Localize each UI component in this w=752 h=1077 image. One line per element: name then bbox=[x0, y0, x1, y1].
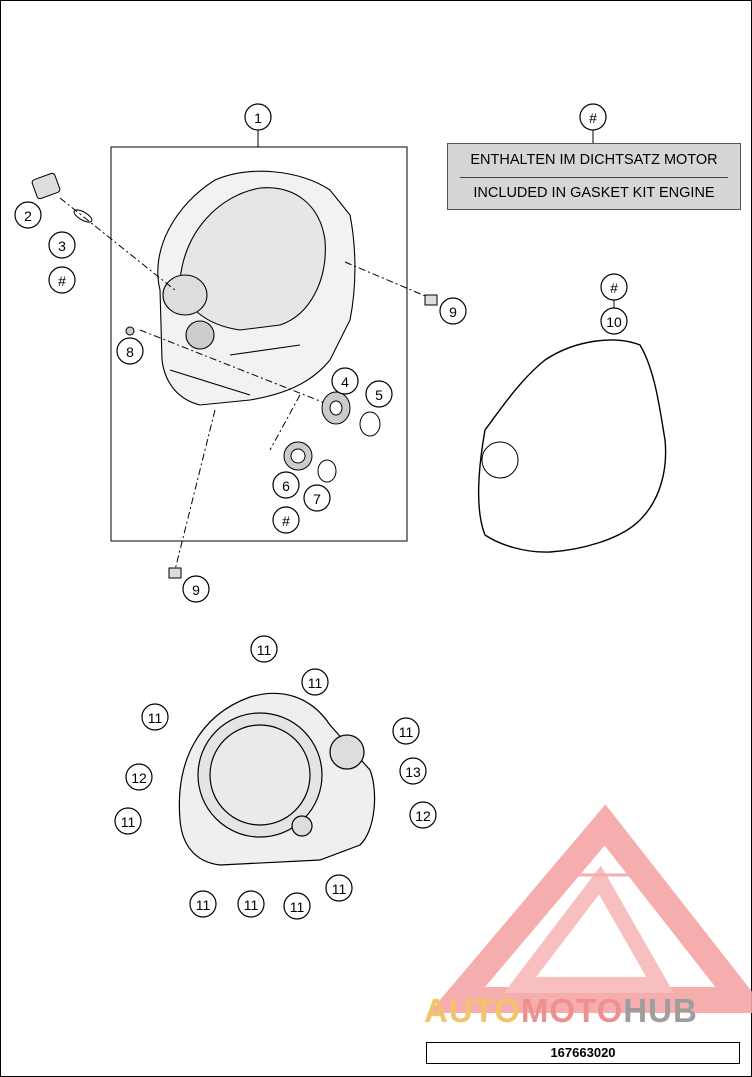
callout-5: 5 bbox=[365, 380, 393, 408]
callout-12: 12 bbox=[125, 763, 153, 791]
cover-gasket-part bbox=[477, 339, 667, 553]
gasket-opening bbox=[481, 441, 519, 479]
cover-group-box bbox=[110, 146, 408, 542]
callout-11: 11 bbox=[114, 807, 142, 835]
callout-label: 4 bbox=[341, 374, 349, 390]
callout-7: 7 bbox=[303, 484, 331, 512]
callout-6: 6 bbox=[272, 471, 300, 499]
callout-label: # bbox=[610, 280, 618, 296]
callout-label: 9 bbox=[192, 582, 200, 598]
callout-label: 11 bbox=[121, 814, 136, 830]
legend-english: INCLUDED IN GASKET KIT ENGINE bbox=[473, 185, 715, 201]
watermark-text: AUTOMOTOHUB bbox=[424, 992, 698, 1030]
callout-hash: # bbox=[48, 266, 76, 294]
watermark-auto: AUTO bbox=[424, 992, 521, 1029]
callout-label: 11 bbox=[244, 897, 259, 913]
callout-11: 11 bbox=[325, 874, 353, 902]
callout-4: 4 bbox=[331, 367, 359, 395]
callout-label: # bbox=[589, 110, 597, 126]
callout-label: 11 bbox=[196, 897, 211, 913]
callout-label: 12 bbox=[131, 770, 147, 786]
callout-label: 11 bbox=[148, 710, 163, 726]
callout-11: 11 bbox=[141, 703, 169, 731]
callout-3: 3 bbox=[48, 231, 76, 259]
callout-11: 11 bbox=[283, 892, 311, 920]
callout-10: 10 bbox=[600, 307, 628, 335]
watermark-moto: MOTO bbox=[520, 992, 624, 1029]
callout-label: # bbox=[282, 513, 290, 529]
gasket-kit-legend: ENTHALTEN IM DICHTSATZ MOTOR INCLUDED IN… bbox=[447, 143, 741, 210]
callout-9: 9 bbox=[439, 297, 467, 325]
callout-1: 1 bbox=[244, 103, 272, 131]
callout-11: 11 bbox=[237, 890, 265, 918]
callout-11: 11 bbox=[189, 890, 217, 918]
callout-8: 8 bbox=[116, 337, 144, 365]
clutch-cover-part bbox=[157, 170, 356, 406]
callout-label: 7 bbox=[313, 491, 321, 507]
legend-german: ENTHALTEN IM DICHTSATZ MOTOR bbox=[470, 152, 718, 168]
callout-9: 9 bbox=[182, 575, 210, 603]
callout-11: 11 bbox=[250, 635, 278, 663]
small-parts bbox=[125, 294, 438, 579]
callout-label: 6 bbox=[282, 478, 290, 494]
callout-label: 11 bbox=[399, 724, 414, 740]
callout-label: 12 bbox=[415, 808, 431, 824]
watermark-logo bbox=[428, 804, 752, 1013]
callout-hash: # bbox=[272, 506, 300, 534]
callout-11: 11 bbox=[301, 668, 329, 696]
oil-plug-part bbox=[31, 172, 93, 223]
callout-label: 11 bbox=[290, 899, 305, 915]
callout-label: 10 bbox=[606, 314, 622, 330]
callout-hash: # bbox=[579, 103, 607, 131]
callout-group: 1 #2 3 #9 #10 8 4 5 6 #7 9 11 11 11 11 12 13 11 12 11 11 11 11 bbox=[14, 103, 628, 920]
callout-12: 12 bbox=[409, 801, 437, 829]
assembled-cover bbox=[178, 692, 376, 866]
watermark-hub: HUB bbox=[623, 992, 698, 1029]
callout-label: 5 bbox=[375, 387, 383, 403]
callout-hash: # bbox=[600, 273, 628, 301]
callout-label: 1 bbox=[254, 110, 262, 126]
callout-label: 11 bbox=[257, 642, 272, 658]
callout-label: 11 bbox=[332, 881, 347, 897]
part-number-box: 167663020 bbox=[426, 1042, 740, 1064]
callout-label: 13 bbox=[405, 764, 421, 780]
callout-label: # bbox=[58, 273, 66, 289]
callout-2: 2 bbox=[14, 201, 42, 229]
legend-divider bbox=[460, 177, 728, 178]
leader-lines bbox=[59, 197, 431, 571]
callout-label: 8 bbox=[126, 344, 134, 360]
callout-label: 2 bbox=[24, 208, 32, 224]
callout-11: 11 bbox=[392, 717, 420, 745]
callout-label: 9 bbox=[449, 304, 457, 320]
callout-label: 3 bbox=[58, 238, 66, 254]
callout-13: 13 bbox=[399, 757, 427, 785]
callout-label: 11 bbox=[308, 675, 323, 691]
